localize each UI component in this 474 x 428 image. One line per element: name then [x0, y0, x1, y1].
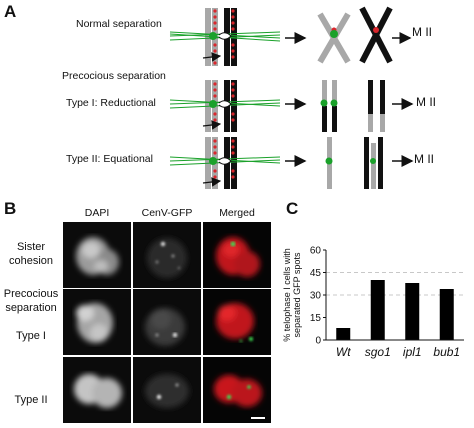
bar-Wt — [336, 328, 351, 340]
micrograph-dapi-type-one — [63, 289, 131, 355]
row-label-line — [0, 315, 62, 329]
micrograph-merged-type-one — [203, 289, 271, 355]
row-label-type-one: Type I: Reductional — [66, 97, 156, 109]
normal-x-grey — [317, 12, 351, 64]
column-header-merged: Merged — [219, 207, 255, 219]
bar-bub1 — [439, 289, 454, 340]
type-one-pair-mixed — [320, 80, 338, 132]
row-label-line: separation — [5, 302, 57, 314]
row-label-line: cohesion — [8, 255, 54, 267]
bar-sgo1 — [370, 280, 385, 340]
row-label-type-two-b: Type II — [14, 394, 48, 406]
bar-ipl1 — [405, 283, 420, 340]
normal-bivalent — [169, 8, 281, 66]
panel-a-letter: A — [4, 2, 17, 21]
micrograph-dapi-sister — [63, 222, 131, 288]
type-one-pair-black — [368, 80, 385, 132]
row-label-precocious-type-one: Precocious separation Type I — [0, 287, 62, 343]
micrograph-dapi-type-two — [63, 357, 131, 423]
row-label-normal: Normal separation — [76, 18, 162, 30]
type-one-bivalent — [169, 80, 281, 132]
result-label-normal: M II — [412, 25, 432, 39]
column-header-dapi: DAPI — [84, 207, 110, 219]
column-header-cenv-gfp: CenV-GFP — [141, 207, 193, 219]
micrograph-merged-sister — [203, 222, 271, 288]
x-tick-label: bub1 — [433, 345, 460, 359]
scale-bar — [251, 417, 265, 419]
y-tick-label: 60 — [310, 246, 322, 257]
section-title-precocious: Precocious separation — [62, 70, 166, 82]
y-tick-label: 45 — [310, 268, 322, 279]
row-label-type-two: Type II: Equational — [66, 153, 153, 165]
normal-x-black — [359, 6, 393, 64]
micrograph-gfp-sister — [133, 222, 201, 288]
x-tick-label: ipl1 — [403, 345, 422, 359]
result-label-type-one: M II — [416, 95, 436, 109]
row-label-line: Type I — [16, 330, 46, 342]
row-label-line: Precocious — [3, 288, 59, 300]
panel-a-schematic — [169, 6, 414, 189]
micrograph-gfp-type-two — [133, 357, 201, 423]
x-tick-label: sgo1 — [365, 345, 391, 359]
micrograph-gfp-type-one — [133, 289, 201, 355]
type-two-single-grey — [325, 137, 333, 189]
micrograph-merged-type-two — [203, 357, 271, 423]
y-tick-label: 30 — [310, 291, 322, 302]
y-tick-label: 0 — [315, 336, 321, 347]
y-axis-label-line: separated GFP spots — [292, 252, 302, 337]
y-tick-label: 15 — [310, 313, 322, 324]
type-two-bivalent — [169, 137, 281, 189]
row-label-line: Sister — [16, 241, 46, 253]
panel-c-letter: C — [286, 199, 299, 218]
type-two-triple — [364, 137, 383, 189]
result-label-type-two: M II — [414, 152, 434, 166]
x-tick-label: Wt — [336, 345, 351, 359]
y-axis-label-line: % telophase I cells with — [282, 248, 292, 342]
row-label-sister-cohesion: Sister cohesion — [0, 240, 62, 268]
panel-b-letter: B — [4, 199, 17, 218]
